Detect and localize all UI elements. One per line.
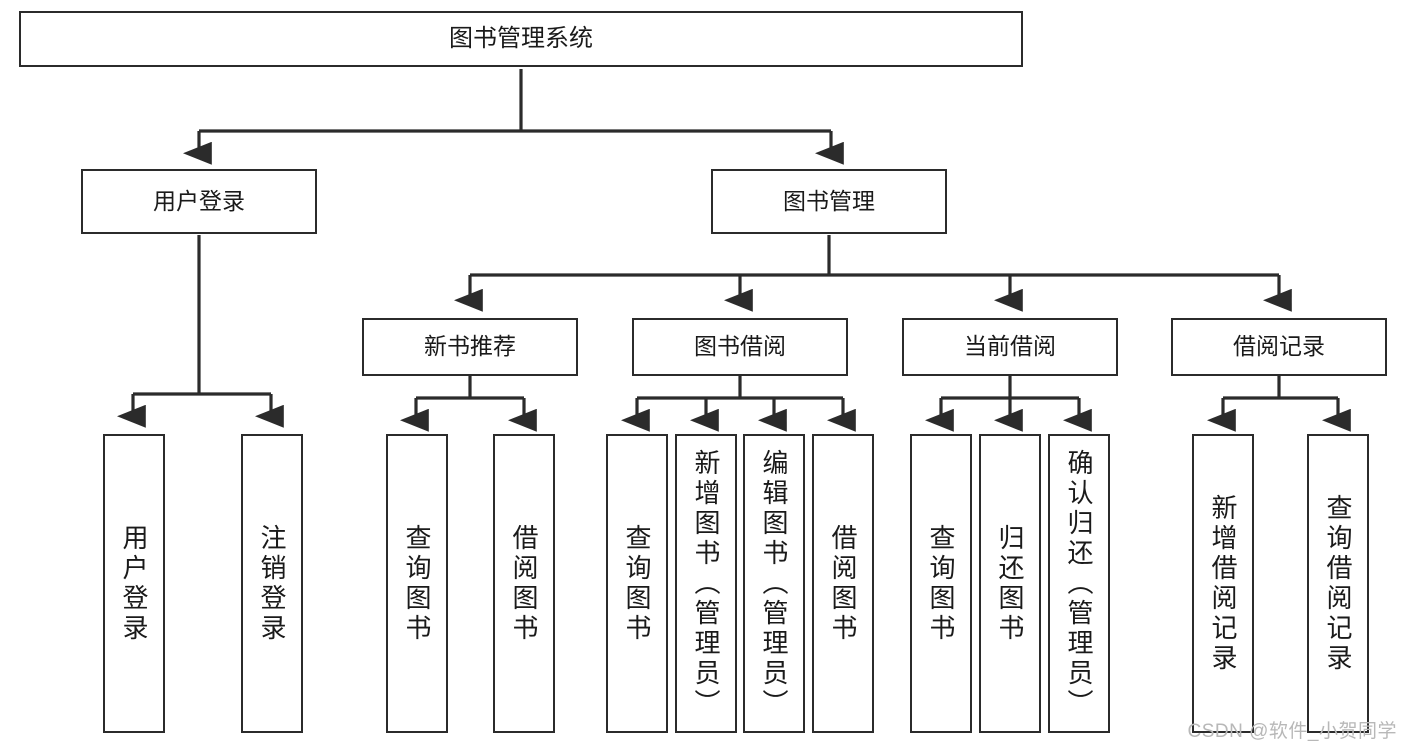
node-label: 图书借阅 [694, 333, 786, 360]
node-label: 确认归还（管理员） [1064, 448, 1094, 719]
node-leaf-logout-login[interactable]: 注销登录 [241, 434, 303, 733]
node-label: 用户登录 [119, 523, 149, 644]
node-label: 查询图书 [622, 523, 652, 644]
node-label: 借阅记录 [1233, 333, 1325, 360]
node-leaf-add-book[interactable]: 新增图书（管理员） [675, 434, 737, 733]
node-user-login[interactable]: 用户登录 [81, 169, 317, 234]
node-book-management[interactable]: 图书管理 [711, 169, 947, 234]
node-leaf-borrow-book-recommend[interactable]: 借阅图书 [493, 434, 555, 733]
node-label: 图书管理系统 [449, 24, 593, 52]
node-leaf-query-borrow-record[interactable]: 查询借阅记录 [1307, 434, 1369, 733]
node-borrow-record[interactable]: 借阅记录 [1171, 318, 1387, 376]
node-root-book-management-system[interactable]: 图书管理系统 [19, 11, 1023, 67]
node-leaf-query-book-borrow[interactable]: 查询图书 [606, 434, 668, 733]
node-leaf-user-login[interactable]: 用户登录 [103, 434, 165, 733]
node-current-borrow[interactable]: 当前借阅 [902, 318, 1118, 376]
node-leaf-borrow-book[interactable]: 借阅图书 [812, 434, 874, 733]
node-label: 查询借阅记录 [1323, 493, 1353, 674]
node-label: 归还图书 [995, 523, 1025, 644]
node-label: 用户登录 [153, 187, 245, 214]
watermark: CSDN @软件_小贺同学 [1187, 721, 1397, 742]
node-label: 新增借阅记录 [1208, 493, 1238, 674]
node-leaf-query-book-recommend[interactable]: 查询图书 [386, 434, 448, 733]
node-label: 查询图书 [926, 523, 956, 644]
node-leaf-return-book[interactable]: 归还图书 [979, 434, 1041, 733]
node-leaf-confirm-return[interactable]: 确认归还（管理员） [1048, 434, 1110, 733]
node-label: 新增图书（管理员） [691, 448, 721, 719]
node-label: 编辑图书（管理员） [759, 448, 789, 719]
node-label: 查询图书 [402, 523, 432, 644]
node-label: 新书推荐 [424, 333, 516, 360]
node-book-borrow[interactable]: 图书借阅 [632, 318, 848, 376]
node-label: 借阅图书 [828, 523, 858, 644]
node-leaf-add-borrow-record[interactable]: 新增借阅记录 [1192, 434, 1254, 733]
node-leaf-edit-book[interactable]: 编辑图书（管理员） [743, 434, 805, 733]
node-label: 借阅图书 [509, 523, 539, 644]
node-label: 注销登录 [257, 523, 287, 644]
node-label: 当前借阅 [964, 333, 1056, 360]
node-label: 图书管理 [783, 187, 875, 214]
node-leaf-query-book-current[interactable]: 查询图书 [910, 434, 972, 733]
node-new-book-recommend[interactable]: 新书推荐 [362, 318, 578, 376]
